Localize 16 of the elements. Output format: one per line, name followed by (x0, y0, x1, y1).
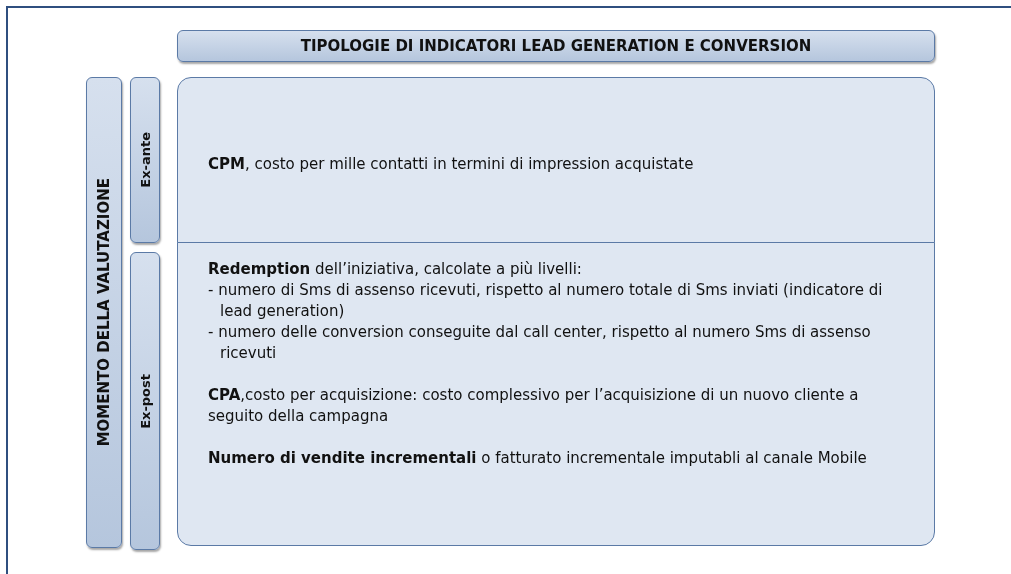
indicator-text: Numero di vendite incrementali o fatturato incrementale imputabli al canale Mobile (208, 448, 868, 469)
indicator-text: Redemption dell’iniziativa, calcolate a più livelli: (208, 259, 583, 280)
indicator-text: CPA,costo per acquisizione: costo complessivo per l’acquisizione di un nuovo cliente a seguito della campagna (208, 385, 860, 427)
heading-text: Ex-ante (137, 132, 153, 188)
heading-text: Ex-post (137, 373, 153, 429)
heading-text: MOMENTO DELLA VALUTAZIONE (95, 178, 113, 447)
header-band (177, 30, 935, 62)
heading-text: TIPOLOGIE DI INDICATORI LEAD GENERATION E CONVERSION (300, 37, 812, 55)
tab-label (130, 252, 160, 550)
content-panel (177, 242, 935, 546)
tab-label (130, 77, 160, 243)
indicator-text: - numero di Sms di assenso ricevuti, rispetto al numero totale di Sms inviati (indicatore di lead generation) (208, 280, 884, 322)
indicator-text: CPM, costo per mille contatti in termini di impression acquistate (208, 154, 695, 175)
content-panel (177, 77, 935, 243)
indicator-text: - numero delle conversion conseguite dal call center, rispetto al numero Sms di assenso ricevuti (208, 322, 872, 364)
vertical-band (86, 77, 122, 548)
